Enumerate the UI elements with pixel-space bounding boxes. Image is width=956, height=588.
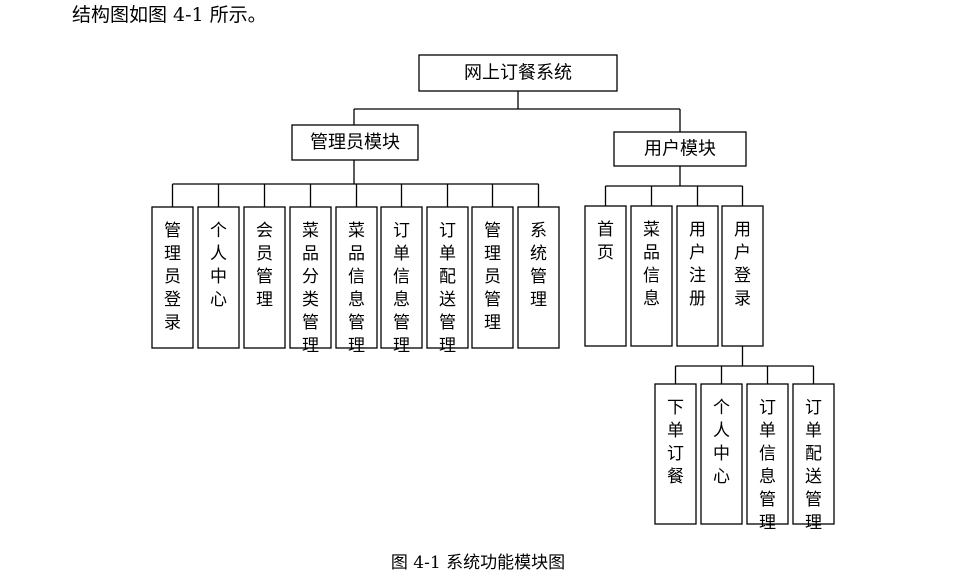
admin-child-node-label: 菜品分类管理 bbox=[302, 221, 319, 356]
admin-child-node: 系统管理 bbox=[517, 206, 560, 349]
admin-child-node: 菜品信息管理 bbox=[335, 206, 378, 356]
intro-text: 结构图如图 4-1 所示。 bbox=[72, 4, 267, 26]
admin-child-node-label: 个人中心 bbox=[210, 221, 227, 310]
user-child-node-label: 首页 bbox=[597, 220, 614, 263]
user-child-node: 首页 bbox=[584, 205, 627, 347]
user-child-node-label: 用户注册 bbox=[689, 220, 706, 309]
user-module-node: 用户模块 bbox=[613, 131, 747, 167]
admin-module-node: 管理员模块 bbox=[291, 124, 419, 161]
user-child-node: 用户登录 bbox=[721, 205, 764, 347]
admin-child-node: 订单配送管理 bbox=[426, 206, 469, 356]
user-child-node-label: 用户登录 bbox=[734, 220, 751, 309]
root-node-label: 网上订餐系统 bbox=[464, 63, 572, 84]
admin-child-node-label: 管理员登录 bbox=[164, 221, 181, 333]
admin-child-node-label: 会员管理 bbox=[256, 221, 273, 310]
admin-child-node-label: 系统管理 bbox=[530, 221, 547, 310]
login-child-node-label: 订单信息管理 bbox=[759, 398, 776, 533]
admin-child-node: 菜品分类管理 bbox=[289, 206, 332, 356]
admin-child-node: 管理员登录 bbox=[151, 206, 194, 349]
login-child-node-label: 个人中心 bbox=[713, 398, 730, 487]
login-child-node: 订单信息管理 bbox=[746, 383, 789, 533]
admin-child-node-label: 订单配送管理 bbox=[439, 221, 456, 356]
login-child-node: 下单订餐 bbox=[654, 383, 697, 525]
admin-module-node-label: 管理员模块 bbox=[310, 132, 400, 153]
admin-child-node: 会员管理 bbox=[243, 206, 286, 349]
user-child-node: 菜品信息 bbox=[630, 205, 673, 347]
user-child-node: 用户注册 bbox=[676, 205, 719, 347]
admin-child-node-label: 菜品信息管理 bbox=[348, 221, 365, 356]
admin-child-node-label: 管理员管理 bbox=[484, 221, 501, 333]
user-module-node-label: 用户模块 bbox=[644, 139, 716, 160]
user-child-node-label: 菜品信息 bbox=[643, 220, 660, 309]
login-child-node-label: 订单配送管理 bbox=[805, 398, 822, 533]
login-child-node: 个人中心 bbox=[700, 383, 743, 525]
admin-child-node-label: 订单信息管理 bbox=[393, 221, 410, 356]
login-child-node: 订单配送管理 bbox=[792, 383, 835, 533]
root-node: 网上订餐系统 bbox=[418, 54, 618, 92]
admin-child-node: 个人中心 bbox=[197, 206, 240, 349]
admin-child-node: 订单信息管理 bbox=[380, 206, 423, 356]
login-child-node-label: 下单订餐 bbox=[667, 398, 684, 487]
admin-child-node: 管理员管理 bbox=[471, 206, 514, 349]
figure-caption: 图 4-1 系统功能模块图 bbox=[390, 553, 566, 573]
